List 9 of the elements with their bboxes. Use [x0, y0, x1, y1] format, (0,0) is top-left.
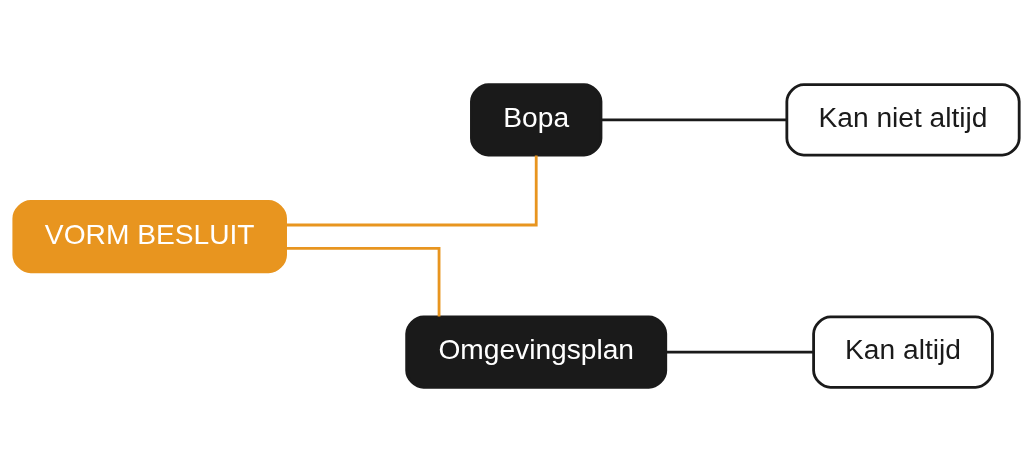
node-box: Bopa: [470, 82, 603, 156]
connector: [285, 154, 538, 226]
node-box: VORM BESLUIT: [12, 199, 287, 273]
connector: [601, 117, 787, 121]
connector: [666, 350, 814, 354]
node-box: Omgevingsplan: [405, 315, 668, 389]
connector: [285, 246, 441, 316]
node-box: Kan niet altijd: [785, 82, 1021, 156]
node-box: Kan altijd: [812, 315, 994, 389]
